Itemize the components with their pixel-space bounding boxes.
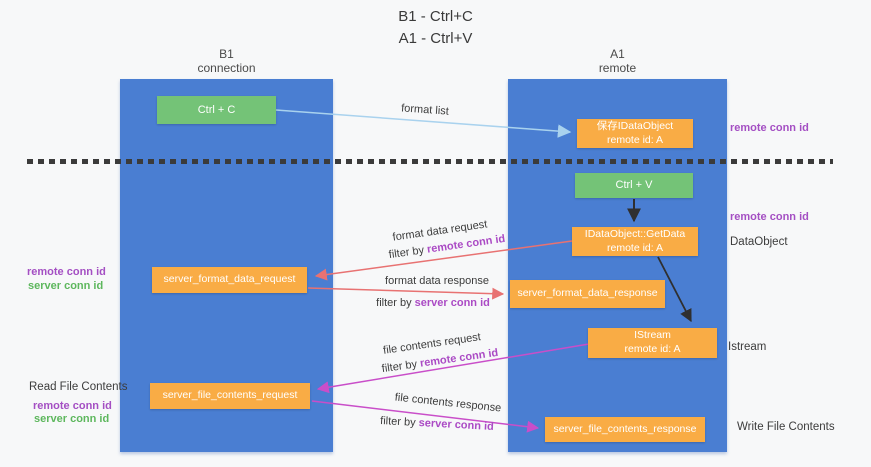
- right-column-header: A1 remote: [508, 47, 727, 76]
- getdata-line1: IDataObject::GetData: [584, 227, 686, 240]
- write-file-contents-label: Write File Contents: [737, 421, 835, 433]
- filter-prefix: filter by: [381, 357, 421, 376]
- bottom-left-server-conn-id: server conn id: [34, 413, 110, 425]
- left-column-header: B1 connection: [120, 47, 333, 76]
- format-data-response-label: format data response: [385, 275, 489, 287]
- bottom-left-remote-conn-id: remote conn id: [33, 400, 112, 412]
- filter-key-server-conn-id: server conn id: [418, 417, 495, 433]
- right-column-subtitle: remote: [598, 60, 637, 75]
- getdata-line2: remote id: A: [606, 241, 664, 254]
- format-data-response-arrow: [307, 287, 505, 300]
- node-ctrl-c: Ctrl + C: [157, 96, 276, 124]
- server-file-contents-response-label: server_file_contents_response: [553, 422, 697, 435]
- node-istream: IStream remote id: A: [588, 328, 717, 358]
- istream-line2: remote id: A: [624, 343, 681, 355]
- save-idataobject-line2: remote id: A: [606, 133, 664, 146]
- save-idataobject-line1: 保存IDataObject: [596, 119, 674, 132]
- filter-key-remote-conn-id: remote conn id: [419, 346, 499, 370]
- format-list-label: format list: [400, 102, 450, 118]
- filter-key-server-conn-id: server conn id: [414, 297, 490, 309]
- right-remote-conn-id-top: remote conn id: [730, 122, 809, 134]
- right-remote-conn-id-mid: remote conn id: [730, 211, 809, 223]
- left-column-subtitle: connection: [197, 60, 256, 75]
- node-server-file-contents-response: server_file_contents_response: [545, 417, 705, 442]
- node-save-idataobject: 保存IDataObject remote id: A: [577, 119, 693, 148]
- dataobject-label: DataObject: [730, 236, 788, 248]
- file-contents-response-filter-label: filter by server conn id: [380, 415, 494, 433]
- server-file-contents-request-label: server_file_contents_request: [162, 389, 298, 402]
- left-server-conn-id: server conn id: [28, 280, 104, 292]
- filter-prefix: filter by: [379, 415, 419, 430]
- title-line-2: A1 - Ctrl+V: [398, 29, 473, 47]
- format-data-response-filter-label: filter by server conn id: [376, 297, 490, 309]
- node-idataobject-getdata: IDataObject::GetData remote id: A: [572, 227, 698, 256]
- file-contents-response-label: file contents response: [394, 391, 502, 415]
- ctrl-v-label: Ctrl + V: [615, 179, 653, 192]
- node-server-file-contents-request: server_file_contents_request: [150, 383, 310, 409]
- title-line-1: B1 - Ctrl+C: [398, 8, 473, 25]
- node-server-format-data-response: server_format_data_response: [510, 280, 665, 308]
- session-divider-dashed-line: [27, 159, 833, 164]
- istream-side-label: Istream: [728, 341, 767, 353]
- ctrl-c-label: Ctrl + C: [197, 103, 236, 116]
- server-format-data-request-label: server_format_data_request: [163, 273, 296, 286]
- right-column-name: A1: [610, 47, 625, 61]
- server-format-data-response-label: server_format_data_response: [517, 287, 658, 300]
- diagram-title: B1 - Ctrl+C A1 - Ctrl+V: [0, 6, 871, 50]
- left-remote-conn-id: remote conn id: [27, 266, 106, 278]
- node-ctrl-v: Ctrl + V: [575, 173, 693, 198]
- left-column-name: B1: [219, 47, 234, 61]
- filter-prefix: filter by: [388, 243, 428, 262]
- filter-prefix: filter by: [376, 297, 415, 309]
- node-server-format-data-request: server_format_data_request: [152, 267, 307, 293]
- istream-line1: IStream: [634, 329, 671, 342]
- read-file-contents-label: Read File Contents: [29, 381, 128, 393]
